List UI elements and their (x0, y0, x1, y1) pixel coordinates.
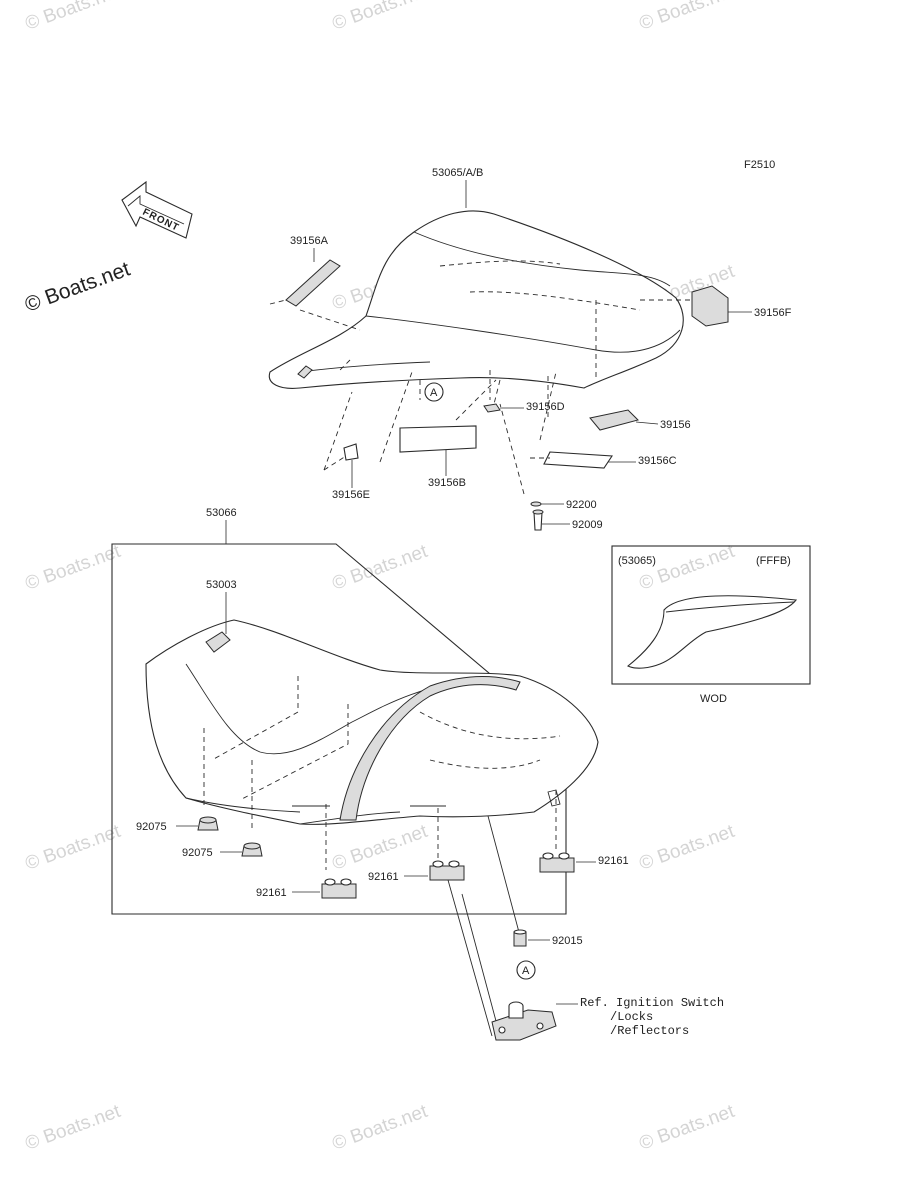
callout-a-lower: A (516, 960, 536, 980)
inset-color-code: (FFFB) (756, 555, 791, 567)
watermark-text: © Boats.net (23, 821, 124, 875)
part-label-39156D: 39156D (526, 401, 565, 413)
part-label-92161-left: 92161 (256, 887, 287, 899)
damper-92161-center (429, 860, 465, 881)
part-label-53066: 53066 (206, 507, 237, 519)
damper-92161-right (539, 852, 575, 873)
figure-code: F2510 (744, 159, 775, 171)
seat-assy-frame (111, 543, 567, 915)
seat-53003 (145, 619, 599, 870)
part-label-92075-b: 92075 (182, 847, 213, 859)
watermark-text: © Boats.net (23, 541, 124, 595)
inset-ref-part: (53065) (618, 555, 656, 567)
rubber-39156C (530, 451, 613, 469)
watermark-text: © Boats.net (330, 821, 431, 875)
watermark-text: © Boats.net (23, 0, 124, 35)
callout-letter: A (430, 387, 438, 399)
part-label-92161-right: 92161 (598, 855, 629, 867)
part-label-39156: 39156 (660, 419, 691, 431)
part-label-92075-a: 92075 (136, 821, 167, 833)
part-label-39156E: 39156E (332, 489, 370, 501)
guide-lines-lower (447, 815, 521, 1037)
watermark-text: © Boats.net (637, 821, 738, 875)
watermark-text: © Boats.net (330, 1101, 431, 1155)
rear-seat-cover (268, 210, 684, 420)
part-label-39156F: 39156F (754, 307, 792, 319)
watermarks: © Boats.net © Boats.net © Boats.net © Bo… (23, 0, 738, 1155)
part-label-92009: 92009 (572, 519, 603, 531)
part-label-39156C: 39156C (638, 455, 677, 467)
part-label-92200: 92200 (566, 499, 597, 511)
callout-a-upper: A (424, 382, 444, 402)
inset-seat-cover (626, 595, 797, 669)
reference-line-2: /Locks (610, 1010, 653, 1024)
inset-panel: (53065) (FFFB) (611, 545, 811, 685)
watermark-text: © Boats.net (330, 541, 431, 595)
part-label-39156B: 39156B (428, 477, 466, 489)
rubber-39156A (269, 259, 361, 331)
rubber-39156E (323, 443, 359, 471)
watermark-text: © Boats.net (637, 1101, 738, 1155)
part-label-92015: 92015 (552, 935, 583, 947)
washer-92200 (530, 501, 542, 507)
callout-letter: A (522, 965, 530, 977)
part-label-39156A: 39156A (290, 235, 329, 247)
inset-caption: WOD (700, 693, 727, 705)
rubber-39156 (589, 409, 639, 431)
screw-92009 (532, 509, 544, 531)
copyright-text: © Boats.net (22, 257, 133, 316)
watermark-text: © Boats.net (330, 0, 431, 35)
grommet-92075-a (197, 816, 219, 831)
collar-92015 (513, 929, 527, 947)
guide-lines (323, 371, 557, 495)
front-arrow-icon: FRONT (121, 180, 193, 239)
part-label-92161-center: 92161 (368, 871, 399, 883)
watermark-text: © Boats.net (637, 541, 738, 595)
watermark-text: © Boats.net (23, 1101, 124, 1155)
ignition-switch-bracket (491, 1001, 557, 1041)
grommet-92075-b (241, 842, 263, 857)
rubber-39156F (640, 285, 729, 327)
damper-92161-left (321, 878, 357, 899)
rubber-39156B (399, 425, 477, 453)
rubber-39156D (483, 379, 501, 413)
reference-line-3: /Reflectors (610, 1024, 689, 1038)
watermark-text: © Boats.net (637, 0, 738, 35)
part-label-53003: 53003 (206, 579, 237, 591)
part-label-53065: 53065/A/B (432, 167, 483, 179)
reference-line-1: Ref. Ignition Switch (580, 996, 724, 1010)
